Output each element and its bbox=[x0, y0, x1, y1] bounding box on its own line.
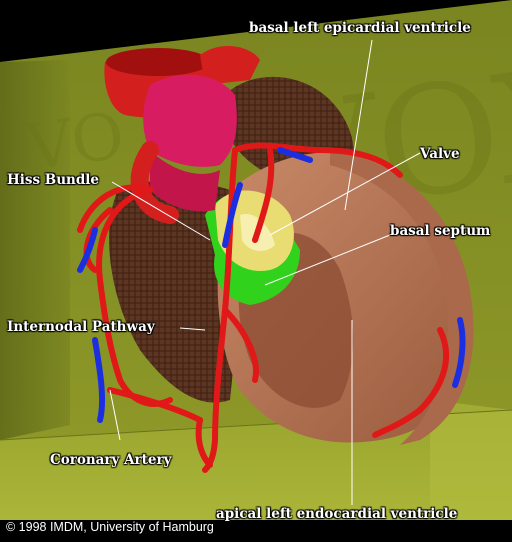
label-internodal-pathway: Internodal Pathway bbox=[7, 319, 155, 335]
right-atrium bbox=[109, 180, 240, 403]
label-basal-left-epicardial-ventricle: basal left epicardial ventricle bbox=[249, 20, 471, 36]
coronary-veins bbox=[77, 147, 466, 423]
label-coronary-artery: Coronary Artery bbox=[50, 452, 172, 468]
copyright-notice: © 1998 IMDM, University of Hamburg bbox=[6, 520, 214, 534]
box-left-wall bbox=[0, 60, 70, 440]
coronary-arteries bbox=[77, 142, 450, 473]
label-basal-septum: basal septum bbox=[390, 223, 491, 239]
leader-lines bbox=[109, 39, 421, 505]
ventricle-outer-wall bbox=[330, 150, 474, 445]
label-valve: Valve bbox=[420, 146, 460, 162]
label-apical-left-endocardial-ventricle: apical left endocardial ventricle bbox=[216, 506, 458, 522]
label-hiss-bundle: Hiss Bundle bbox=[7, 172, 99, 188]
pulmonary-artery bbox=[143, 74, 237, 167]
svg-text:VO: VO bbox=[21, 99, 129, 186]
